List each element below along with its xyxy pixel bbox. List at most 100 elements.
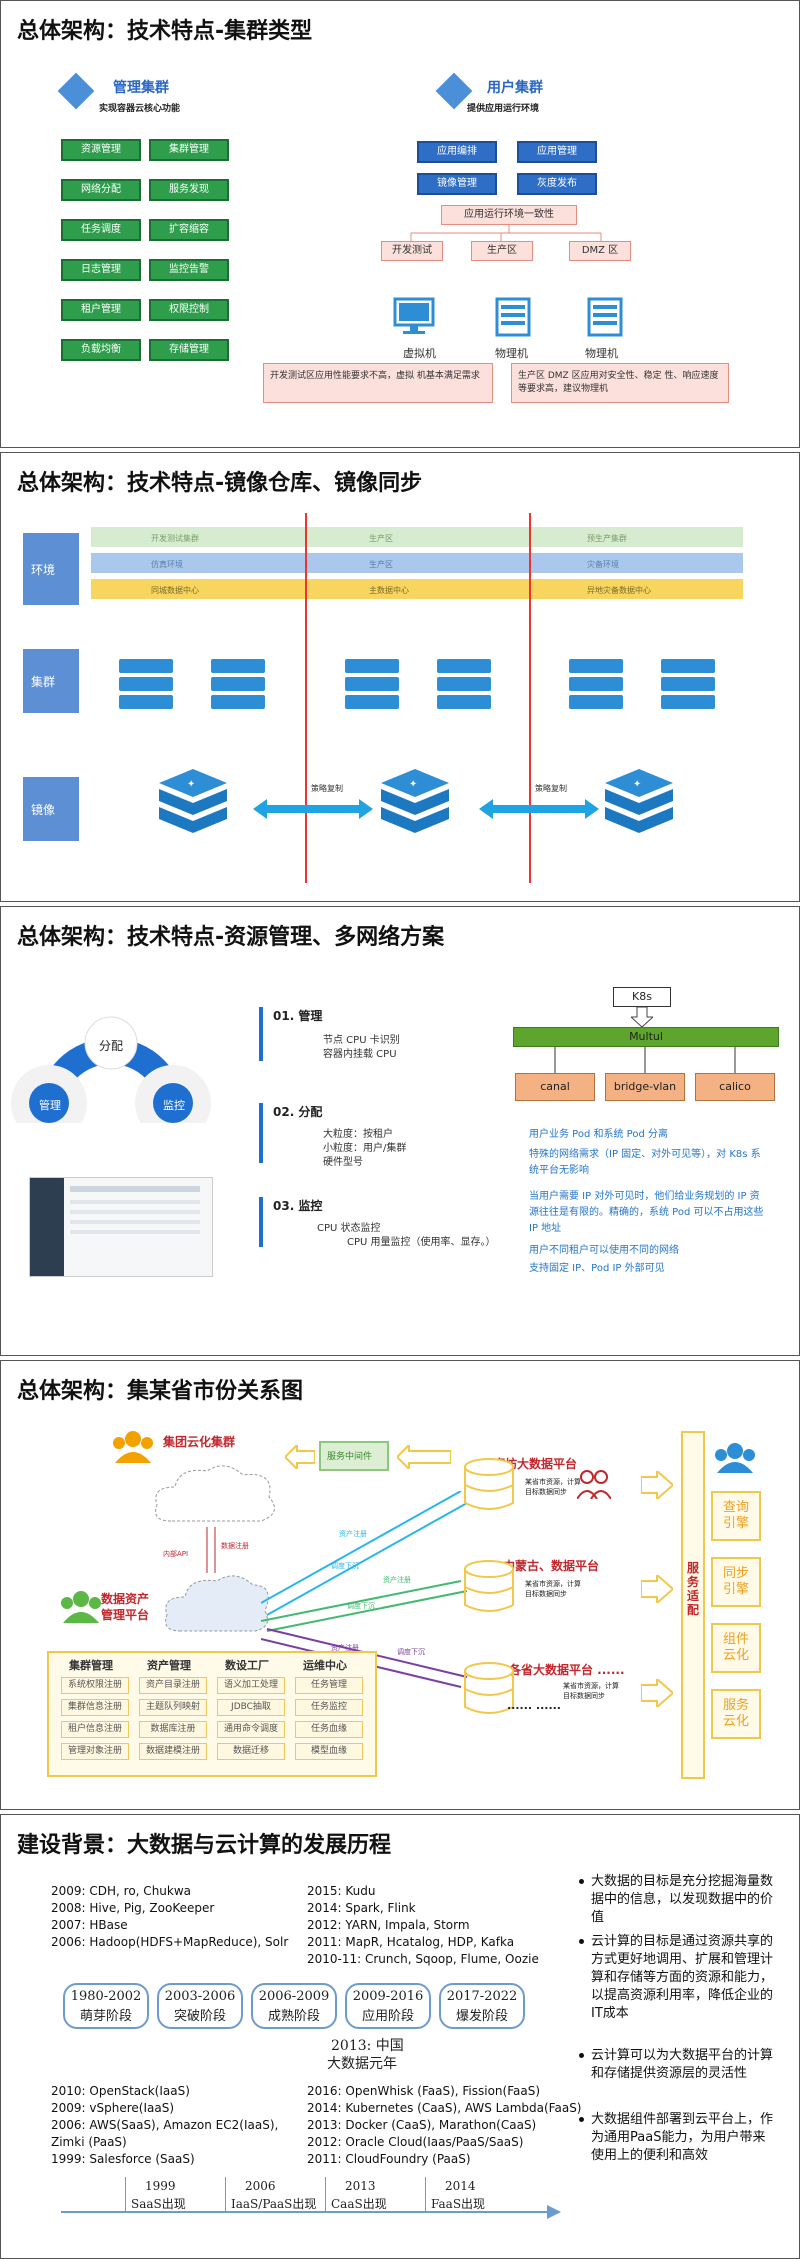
bd_right-item: 2015: Kudu <box>307 1884 376 1898</box>
database-icon <box>461 1457 517 1517</box>
bullet-dot <box>579 1879 584 1884</box>
section-2-title: 02. 分配 <box>273 1105 323 1119</box>
slide-title: 总体架构：集某省市份关系图 <box>17 1379 304 1404</box>
cloud_right-item: 2011: CloudFoundry (PaaS) <box>307 2152 471 2166</box>
timeline-year: 2006 <box>245 2179 276 2193</box>
svg-text:✦: ✦ <box>409 779 417 790</box>
dashboard-screenshot <box>29 1177 213 1277</box>
bd_left-item: 2008: Hive, Pig, ZooKeeper <box>51 1901 215 1915</box>
cloud-icon <box>165 1575 269 1632</box>
module-item: 租户信息注册 <box>61 1721 129 1738</box>
mgmt-item: 监控告警 <box>149 259 229 281</box>
cloud_right-item: 2013: Docker (CaaS), Marathon(CaaS) <box>307 2118 537 2132</box>
middleware-box <box>319 1441 389 1471</box>
module-item: 任务监控 <box>295 1699 363 1716</box>
arrow-label: 调度下沉 <box>331 1562 359 1570</box>
divider-red <box>305 513 307 883</box>
timeline-label: IaaS/PaaS出现 <box>231 2197 317 2211</box>
timeline-year: 2014 <box>445 2179 476 2193</box>
arrow-label: 调度下沉 <box>347 1602 375 1610</box>
people-icon <box>577 1470 611 1499</box>
module-item: 资产目录注册 <box>139 1677 207 1694</box>
resource-cycle-diagram <box>11 1016 211 1123</box>
arrow-label: 数据注册 <box>221 1542 249 1550</box>
timeline-arrow-icon <box>547 2205 561 2219</box>
note-right: 生产区 DMZ 区应用对安全性、稳定 性、响应速度等要求高，建议物理机 <box>511 363 729 403</box>
slide-title: 建设背景：大数据与云计算的发展历程 <box>17 1833 392 1858</box>
platform-note: 某省市资源，计算目标数据同步 <box>563 1682 619 1700</box>
module-head: 运维中心 <box>303 1659 347 1672</box>
band-label: 开发测试集群 <box>151 534 199 543</box>
sync-arrow-icon <box>253 799 373 819</box>
slide-resource-network: 总体架构：技术特点-资源管理、多网络方案 分配 管理 监控 01. 管理 节点 … <box>0 906 800 1356</box>
right-service-label: 组件云化 <box>722 1632 749 1663</box>
service-adapt-bar <box>681 1431 705 1779</box>
network-note: 用户不同租户可以使用不同的网络 <box>529 1245 679 1256</box>
network-note: 特殊的网络需求（IP 固定、对外可见等），对 K8s 系统平台无影响 <box>529 1149 761 1176</box>
mgmt-item: 存储管理 <box>149 339 229 361</box>
network-note: 支持固定 IP、Pod IP 外部可见 <box>529 1263 665 1274</box>
right-arrow-icon <box>640 1676 675 1711</box>
server-icon <box>345 659 399 721</box>
timeline-tick <box>125 2177 126 2213</box>
section-1-item: 节点 CPU 卡识别 <box>323 1035 400 1046</box>
cni-connectors <box>554 1047 736 1073</box>
platform-title: 廊坊大数据平台 <box>493 1457 578 1471</box>
svg-text:✦: ✦ <box>633 779 641 790</box>
cloud_left-item: Zimki (PaaS) <box>51 2135 127 2149</box>
registry-cube-icon: ✦ <box>157 767 229 837</box>
right-service-box: 服务云化 <box>711 1689 761 1739</box>
section-1-title: 01. 管理 <box>273 1009 323 1023</box>
database-icon <box>461 1559 517 1619</box>
stage-name: 应用阶段 <box>361 2009 414 2024</box>
section-2-item: 小粒度：用户/集群 <box>323 1143 407 1154</box>
mgmt-cluster-sub: 实现容器云核心功能 <box>99 104 181 114</box>
section-3-item: CPU 状态监控 <box>317 1223 381 1234</box>
timeline-label: FaaS出现 <box>431 2197 486 2211</box>
circle-allocate: 分配 <box>99 1039 124 1053</box>
mgmt-item: 资源管理 <box>61 139 141 161</box>
section-bar <box>259 1197 263 1247</box>
env-prod: 生产区 <box>471 241 533 261</box>
mgmt-cluster-title: 管理集群 <box>113 80 169 96</box>
module-item: 通用命令调度 <box>217 1721 285 1738</box>
env-consistency-box: 应用运行环境一致性 <box>441 205 577 225</box>
section-3-sub: CPU 用量监控（使用率、显存。） <box>347 1237 496 1248</box>
row-label-env: 环境 <box>23 533 79 605</box>
vm-monitor-icon <box>393 297 435 334</box>
slide-title: 总体架构：技术特点-集群类型 <box>17 19 313 44</box>
divider-red <box>529 513 531 883</box>
diamond-icon <box>57 72 95 110</box>
module-item: 数据迁移 <box>217 1743 285 1760</box>
timeline-tick <box>325 2177 326 2213</box>
module-item: 任务管理 <box>295 1677 363 1694</box>
network-note: 用户业务 Pod 和系统 Pod 分离 <box>529 1129 668 1140</box>
right-service-label: 同步引擎 <box>722 1566 749 1597</box>
cloud_left-item: 2006: AWS(SaaS), Amazon EC2(IaaS), <box>51 2118 279 2132</box>
timeline-tick <box>225 2177 226 2213</box>
cloud_right-item: 2016: OpenWhisk (FaaS), Fission(FaaS) <box>307 2084 541 2098</box>
machine-label: 物理机 <box>585 347 618 360</box>
stage-name: 突破阶段 <box>173 2009 226 2024</box>
server-icon <box>661 659 715 721</box>
arrow-label: 资产注册 <box>331 1644 359 1652</box>
bullet-text: 云计算可以为大数据平台的计算和存储提供资源层的灵活性 <box>591 2048 774 2081</box>
server-icon <box>495 297 531 337</box>
band-label: 仿真环境 <box>151 560 183 569</box>
timeline-axis <box>61 2211 551 2213</box>
band-row-3 <box>91 579 743 599</box>
band-label: 灾备环境 <box>587 560 619 569</box>
timeline-year: 1999 <box>145 2179 176 2193</box>
bd_right-item: 2012: YARN, Impala, Storm <box>307 1918 470 1932</box>
module-item: 语义加工处理 <box>217 1677 285 1694</box>
band-row-1 <box>91 527 743 547</box>
section-3-title: 03. 监控 <box>273 1199 323 1213</box>
bidirectional-arrow <box>206 1527 216 1573</box>
band-label: 生产区 <box>369 560 393 569</box>
people-group-icon <box>113 1431 153 1463</box>
stage-name: 萌芽阶段 <box>79 2009 132 2024</box>
arrow-label: 资产注册 <box>383 1576 411 1584</box>
cni-calico: calico <box>695 1073 775 1101</box>
